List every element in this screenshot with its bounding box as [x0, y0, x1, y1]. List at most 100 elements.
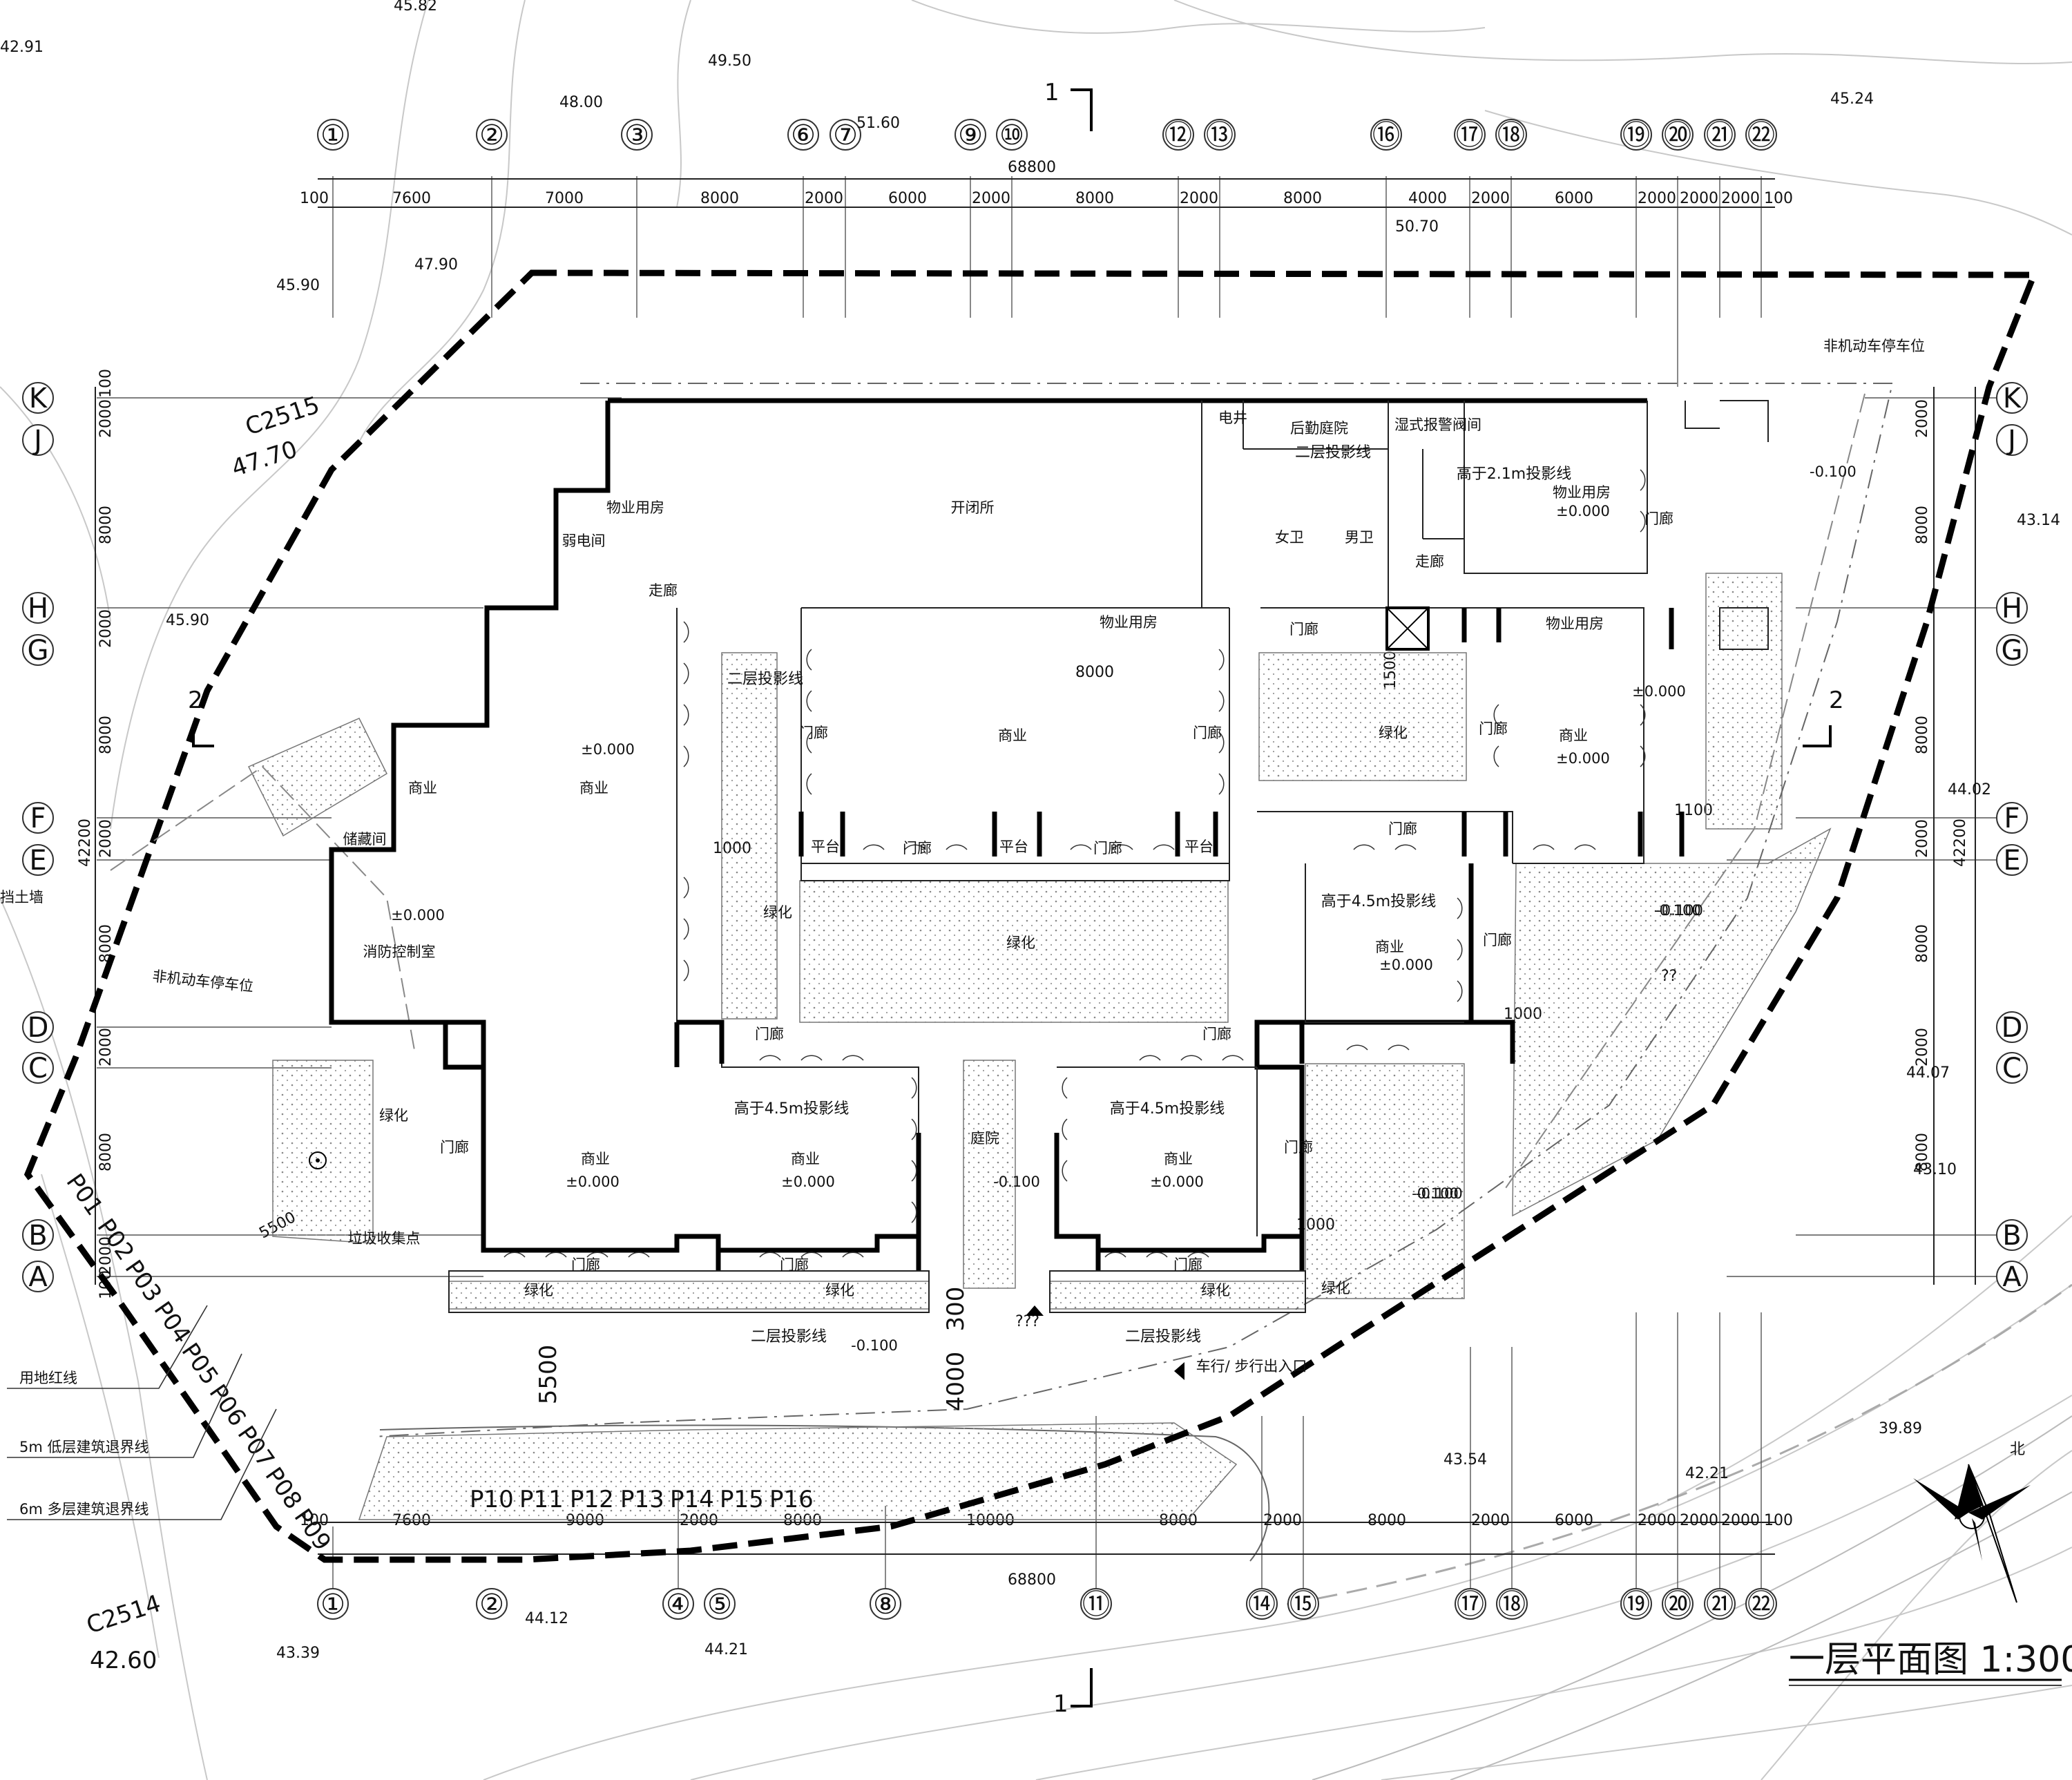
- parking-space: P14: [670, 1486, 714, 1513]
- room-label-alarm-valve: 湿式报警阀间: [1394, 417, 1481, 433]
- spot-elevation: 43.14: [2017, 512, 2060, 529]
- grid-bubbles-top: ① ② ③ ⑥ ⑦ ⑨ ⑩ ⑫ ⑬ ⑯ ⑰ ⑱ ⑲ ⑳ ㉑ ㉒: [317, 119, 1777, 151]
- grid-label: ⑮: [1289, 1589, 1317, 1620]
- unknown-mark: ??: [1661, 968, 1677, 985]
- room-label-porch: 门廊: [1193, 725, 1222, 741]
- grid-bubble: [1080, 1588, 1112, 1620]
- room-label-retail: 商业: [1375, 939, 1404, 955]
- room-label-retail: 商业: [998, 727, 1027, 744]
- level-label: ±0.000: [1632, 683, 1686, 700]
- green-plot-south: [358, 1422, 1238, 1520]
- grid-label: H: [28, 593, 48, 624]
- spot-elevation: 44.12: [525, 1610, 568, 1627]
- grid-bubble: [1996, 634, 2028, 666]
- spot-elevation: 44.07: [1906, 1064, 1950, 1082]
- grid-bubble: [1996, 1261, 2028, 1292]
- grid-bubble: [1370, 119, 1402, 151]
- grid-bubble: [1495, 119, 1527, 151]
- parking-space: P12: [570, 1486, 614, 1513]
- green-label: 绿化: [1321, 1280, 1350, 1296]
- dim: 4000: [942, 1352, 970, 1412]
- spot-elevation: 42.21: [1685, 1465, 1729, 1482]
- legend: 用地红线 5m 低层建筑退界线 6m 多层建筑退界线: [7, 1305, 277, 1520]
- grid-bubble: [1162, 119, 1194, 151]
- grid-label: C: [28, 1053, 48, 1084]
- grid-bubble: [476, 1588, 508, 1620]
- room-label-property: 物业用房: [1553, 484, 1611, 501]
- grid-bubble: [22, 1011, 54, 1043]
- dim: 6000: [1555, 190, 1593, 207]
- grid-label: ⑯: [1372, 119, 1400, 151]
- dim: 2000: [1471, 1512, 1510, 1529]
- green-label: 绿化: [524, 1282, 553, 1299]
- green-ramp-west: [247, 718, 387, 837]
- grid-bubble: [1454, 119, 1486, 151]
- trash-point-icon: [309, 1151, 327, 1169]
- dim: 2000: [1638, 1512, 1676, 1529]
- grid-label: G: [28, 635, 49, 667]
- dim: 2000: [1180, 190, 1218, 207]
- room-label-porch: 门廊: [1289, 621, 1318, 638]
- level-label: ±0.000: [781, 1174, 835, 1190]
- grid-bubble: [22, 592, 54, 624]
- dim: 2000: [1471, 190, 1510, 207]
- grid-label: ①: [320, 119, 345, 151]
- dim: 2000: [1263, 1512, 1302, 1529]
- spot-elevation: 39.89: [1879, 1420, 1922, 1437]
- room-label-porch: 门廊: [799, 725, 828, 741]
- room-label-property: 物业用房: [606, 499, 664, 516]
- grid-label: ⑦: [833, 119, 858, 151]
- spot-elevation: 50.70: [1395, 218, 1439, 236]
- door-code: C2515: [242, 391, 323, 441]
- level-label: ±0.000: [1379, 957, 1433, 973]
- setback-lines: [110, 383, 1894, 1437]
- spot-elevation: 51.60: [856, 115, 900, 132]
- parking-space: P16: [769, 1486, 814, 1513]
- green-court-center: [799, 880, 1229, 1023]
- dim: 5500: [535, 1345, 562, 1405]
- room-label-retail: 商业: [1559, 727, 1588, 744]
- top-total-dim: 68800: [1008, 159, 1056, 176]
- room-label-fire-control: 消防控制室: [363, 944, 436, 960]
- grid-bubble: [22, 844, 54, 876]
- green-strip-left: [721, 652, 778, 1020]
- level-label: -0.100: [1412, 1185, 1459, 1202]
- grid-label: B: [28, 1220, 47, 1252]
- level-label: -0.100: [1416, 1185, 1463, 1202]
- grid-bubble: [22, 1261, 54, 1292]
- spot-elevation: 42.60: [90, 1647, 157, 1674]
- grid-bubble: [1496, 1588, 1528, 1620]
- level-label: ±0.000: [1556, 750, 1610, 767]
- parking-space: P08: [260, 1462, 307, 1514]
- entrance-label: 车行/ 步行出入口: [1196, 1358, 1307, 1375]
- grid-bubble: [1996, 1052, 2028, 1084]
- section-markers: 1 1 2 2: [188, 79, 1844, 1718]
- dim: 100: [97, 369, 115, 398]
- grid-label: ⑬: [1206, 119, 1234, 151]
- dim: 8000: [1075, 664, 1114, 681]
- room-label-porch: 门廊: [1093, 840, 1122, 856]
- section-marker: 1: [1044, 79, 1059, 106]
- green-label: 绿化: [763, 904, 792, 921]
- projection-line-label: 高于2.1m投影线: [1457, 466, 1571, 483]
- grid-bubble: [704, 1588, 736, 1620]
- dim: 100: [300, 190, 329, 207]
- dim: 8000: [1914, 506, 1931, 544]
- grid-label: ㉑: [1706, 119, 1734, 151]
- grid-label: B: [2002, 1220, 2021, 1252]
- dim: 8000: [1368, 1512, 1406, 1529]
- drawing-title-block: 一层平面图 1:300: [1789, 1639, 2072, 1686]
- grid-bubble: [829, 119, 861, 151]
- grid-label: ㉒: [1747, 119, 1775, 151]
- grid-label: ⑧: [873, 1589, 898, 1620]
- grid-bubble: [1662, 119, 1694, 151]
- grid-bubble: [1996, 1219, 2028, 1251]
- grid-label: ⑱: [1498, 1589, 1526, 1620]
- level-label: -0.100: [1656, 902, 1703, 919]
- dim: 2000: [97, 399, 115, 438]
- grid-bubble: [1745, 1588, 1777, 1620]
- grid-label: ②: [479, 119, 504, 151]
- green-areas: [247, 573, 1832, 1520]
- room-label-corridor: 走廊: [649, 582, 678, 599]
- grid-label: ⑱: [1497, 119, 1525, 151]
